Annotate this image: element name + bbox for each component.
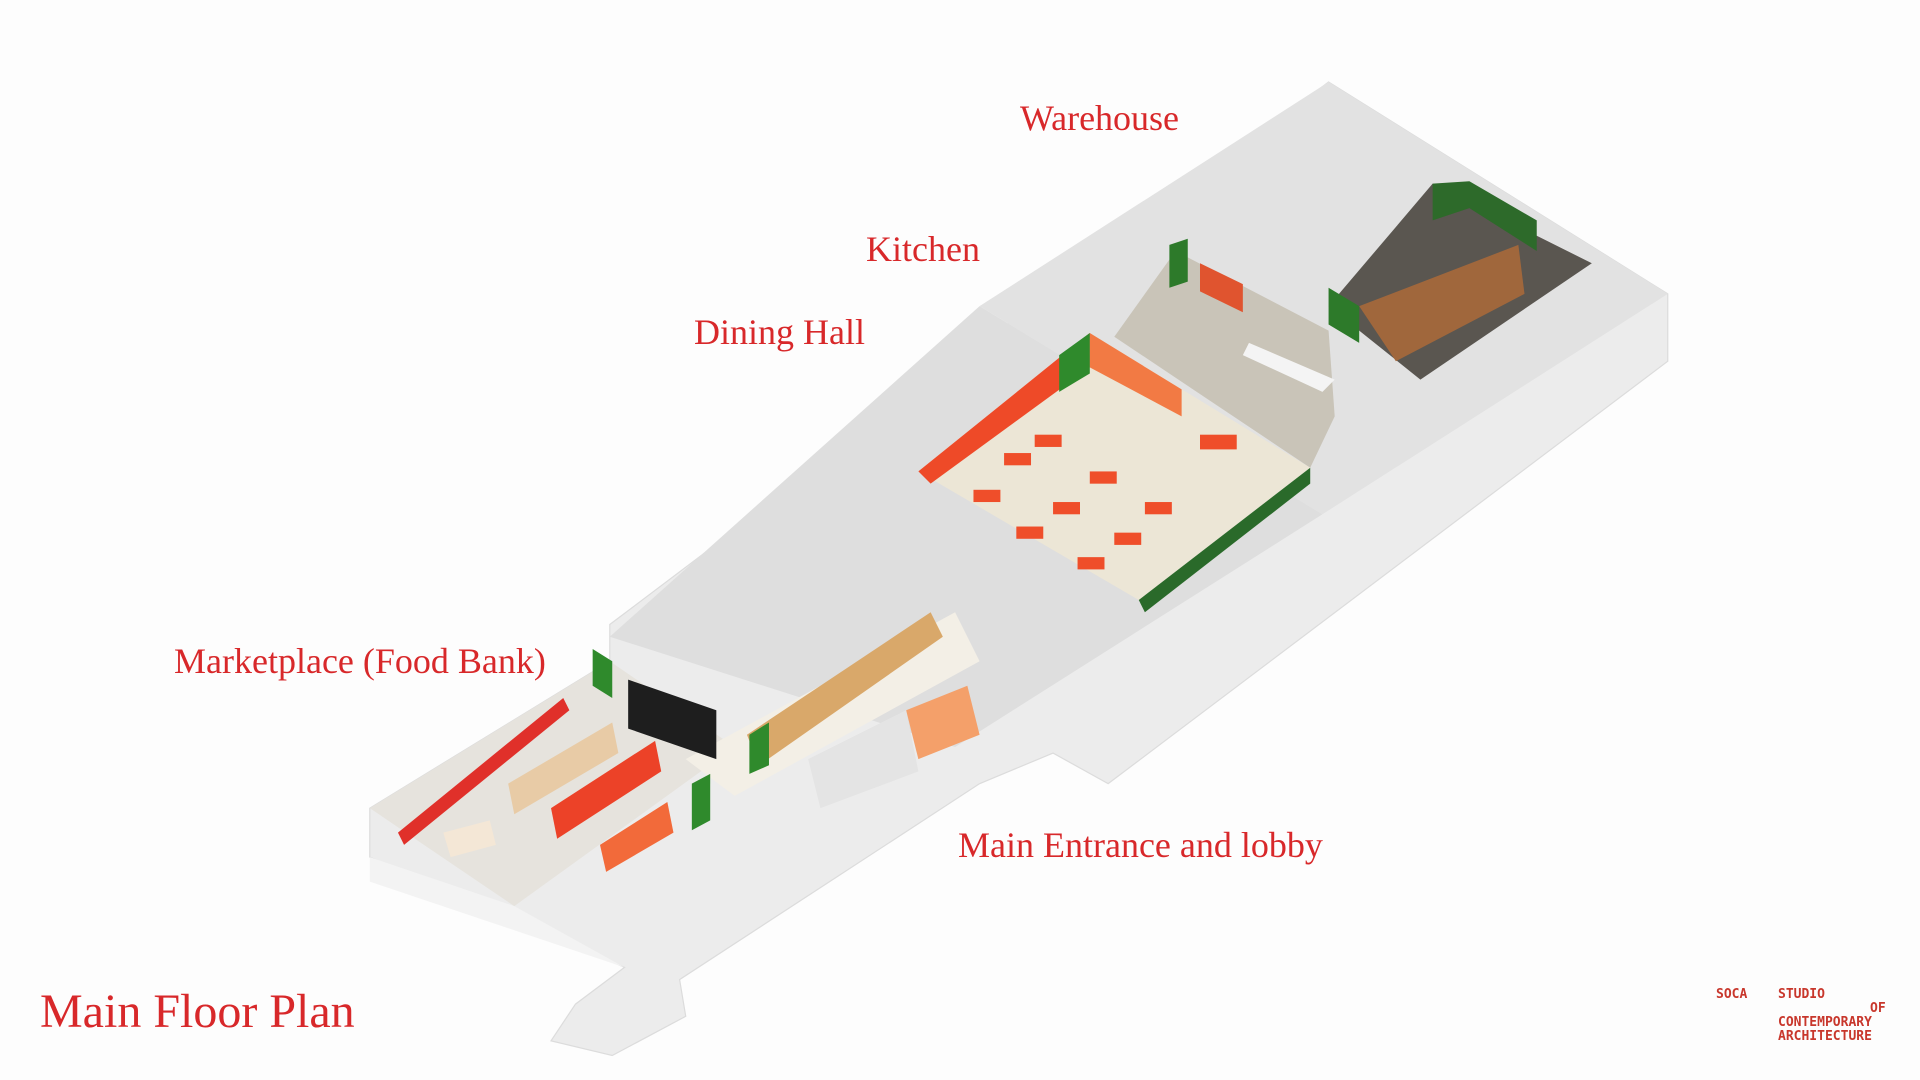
label-main-entrance: Main Entrance and lobby	[958, 825, 1323, 865]
dining-hall-area	[918, 333, 1311, 613]
page-title: Main Floor Plan	[40, 985, 355, 1038]
label-dining-hall: Dining Hall	[694, 312, 865, 352]
label-kitchen: Kitchen	[866, 229, 980, 269]
logo-line1: STUDIO	[1778, 987, 1825, 1002]
logo-line2: OF	[1870, 1001, 1886, 1016]
logo-line4: ARCHITECTURE	[1778, 1029, 1872, 1044]
marketplace-area	[397, 697, 711, 872]
logo-abbr: SOCA	[1716, 987, 1748, 1002]
label-marketplace: Marketplace (Food Bank)	[174, 641, 546, 681]
label-warehouse: Warehouse	[1020, 98, 1180, 138]
corridor-area	[592, 612, 980, 796]
lobby-area	[808, 685, 980, 809]
warehouse-area	[1328, 181, 1592, 380]
kitchen-area	[1114, 238, 1335, 468]
logo-line3: CONTEMPORARY	[1778, 1015, 1872, 1030]
